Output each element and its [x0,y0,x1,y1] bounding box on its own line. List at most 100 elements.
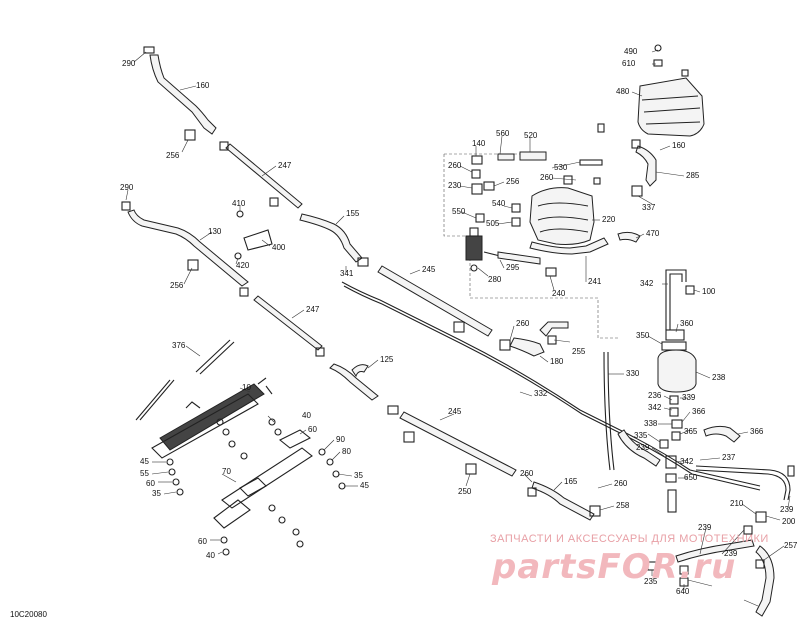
hose-241 [617,231,641,243]
callout: 260 [516,319,530,328]
tube-245-upper [377,265,511,351]
bracket-400 [234,210,273,260]
callout: 130 [208,227,222,236]
callout: 240 [552,289,566,298]
watermark: ЗАПЧАСТИ И АКСЕССУАРЫ ДЛЯ МОТОТЕХНИКИ pa… [490,533,769,587]
callout: 330 [626,369,640,378]
clamp-256-top [184,129,196,141]
callout: 257 [784,541,798,550]
callout: 530 [554,163,568,172]
callout: 239 [780,505,794,514]
callout: 247 [278,161,292,170]
callout: 90 [336,435,345,444]
tube-247-middle [253,295,325,357]
callout: 256 [170,281,184,290]
callout: 520 [524,131,538,140]
callout: 540 [492,199,506,208]
callout: 256 [506,177,520,186]
callout: 342 [648,403,662,412]
hose-160-right [631,139,657,197]
callout: 245 [422,265,436,274]
callout: 342 [640,279,654,288]
callout: 470 [646,229,660,238]
callout: 295 [506,263,520,272]
bolts-right [268,418,346,548]
callout: 341 [340,269,354,278]
callout: 236 [648,391,662,400]
reservoir-505 [529,175,601,245]
callout: 410 [232,199,246,208]
callout: 40 [206,551,215,560]
callout: 290 [120,183,134,192]
callout: 280 [488,275,502,284]
hose-160 [143,46,217,135]
callout: 490 [624,47,638,56]
callout: 366 [750,427,764,436]
callout: 238 [712,373,726,382]
callout: 237 [722,453,736,462]
callout: 420 [236,261,250,270]
callout: 220 [602,215,616,224]
callout: 290 [122,59,136,68]
callout: 335 [634,431,648,440]
callout: 180 [550,357,564,366]
line-650 [695,465,795,501]
callout: 230 [448,181,462,190]
tube-245-lower [399,411,517,477]
callout: 338 [644,419,658,428]
callout: 45 [140,457,149,466]
callout: 160 [196,81,210,90]
callout: 155 [346,209,360,218]
callout: 210 [730,499,744,508]
callout: 258 [616,501,630,510]
bolts-left [166,418,248,556]
callout: 239 [636,443,650,452]
fittings-bottom [647,559,765,587]
hose-165 [527,481,601,521]
support-70 [213,429,313,529]
small-parts-column [471,151,603,227]
callout: 505 [486,219,500,228]
callout: 45 [360,481,369,490]
reservoir-610 [597,44,705,137]
leader-lines [125,49,791,607]
callout: 480 [616,87,630,96]
callout: 366 [692,407,706,416]
callout: 125 [380,355,394,364]
callout: 55 [140,469,149,478]
callout: 239 [724,549,738,558]
callout: 35 [152,489,161,498]
callout: 60 [146,479,155,488]
callout: 260 [448,161,462,170]
callout: 260 [614,479,628,488]
callout: 350 [636,331,650,340]
watermark-tagline: ЗАПЧАСТИ И АКСЕССУАРЫ ДЛЯ МОТОТЕХНИКИ [490,533,769,545]
fittings-column [659,395,683,513]
callout: 60 [198,537,207,546]
callout: 245 [448,407,462,416]
callout: 610 [622,59,636,68]
callout: 360 [680,319,694,328]
callout: 10 [242,383,251,392]
callout: 650 [684,473,698,482]
callout: 100 [702,287,716,296]
callout: 160 [672,141,686,150]
callout: 285 [686,171,700,180]
hose-180 [509,321,569,357]
callout: 70 [222,467,231,476]
watermark-brand: partsFOR.ru [491,547,736,587]
callout: 235 [644,577,658,586]
callout: 165 [564,477,578,486]
hose-335 [703,425,741,443]
callout: 550 [452,207,466,216]
callout: 400 [272,243,286,252]
hose-365 [617,429,661,467]
callout: 255 [572,347,586,356]
callout: 60 [308,425,317,434]
callout: 640 [676,587,690,596]
callout: 140 [472,139,486,148]
hose-640 [755,545,775,617]
radiator-10 [151,377,273,459]
line-332 [341,281,761,491]
